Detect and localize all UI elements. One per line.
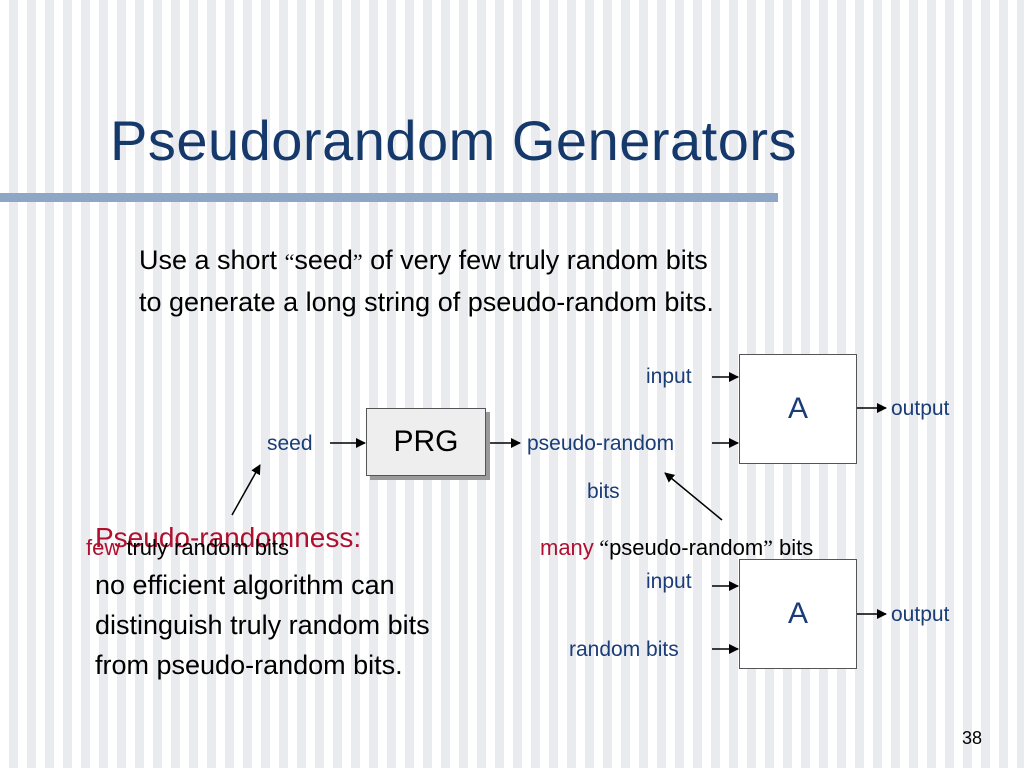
intro-open-quote: “ bbox=[284, 249, 295, 274]
truly-random-bits-text: truly random bits bbox=[120, 535, 289, 560]
pseudo-randomness-heading: Pseudo-randomness: bbox=[95, 522, 362, 553]
intro-seed-word: seed bbox=[294, 245, 353, 275]
bits-label: bits bbox=[587, 480, 620, 503]
bottom-algorithm-box: A bbox=[739, 559, 857, 669]
bottom-output-label: output bbox=[891, 603, 950, 626]
intro-after: of very few truly random bits to generat… bbox=[139, 245, 714, 317]
pseudo-random-label: pseudo-random bbox=[527, 432, 675, 455]
prg-label: PRG bbox=[393, 425, 459, 458]
slide-title: Pseudorandom Generators bbox=[110, 109, 797, 172]
intro-text: Use a short “seed” of very few truly ran… bbox=[139, 240, 719, 323]
arrow-few-to-seed bbox=[231, 464, 261, 516]
many-tail-text: bits bbox=[772, 535, 814, 560]
top-algorithm-box: A bbox=[739, 354, 857, 464]
intro-before: Use a short bbox=[139, 245, 285, 275]
many-middle-text: pseudo-random bbox=[609, 535, 764, 560]
many-open-quote: “ bbox=[593, 535, 610, 560]
top-algorithm-label: A bbox=[787, 392, 808, 425]
page-number: 38 bbox=[962, 728, 983, 748]
many-pseudo-random-annotation: many “pseudo-random” bits bbox=[540, 535, 813, 561]
few-truly-random-annotation: few truly random bits bbox=[86, 535, 289, 561]
bottom-input-label: input bbox=[646, 570, 692, 593]
bottom-algorithm-label: A bbox=[787, 597, 808, 630]
top-input-label: input bbox=[646, 365, 692, 388]
prg-box: PRG bbox=[366, 408, 486, 476]
many-word: many bbox=[540, 535, 594, 560]
few-word: few bbox=[86, 535, 121, 560]
title-underline bbox=[0, 193, 778, 202]
arrow-many-to-bits bbox=[664, 472, 723, 521]
intro-close-quote: ” bbox=[352, 249, 363, 274]
top-output-label: output bbox=[891, 397, 950, 420]
pseudo-randomness-definition: no efficient algorithm can distinguish t… bbox=[95, 570, 430, 680]
seed-label: seed bbox=[267, 432, 313, 455]
many-close-quote: ” bbox=[763, 535, 773, 560]
random-bits-label: random bits bbox=[569, 638, 679, 661]
